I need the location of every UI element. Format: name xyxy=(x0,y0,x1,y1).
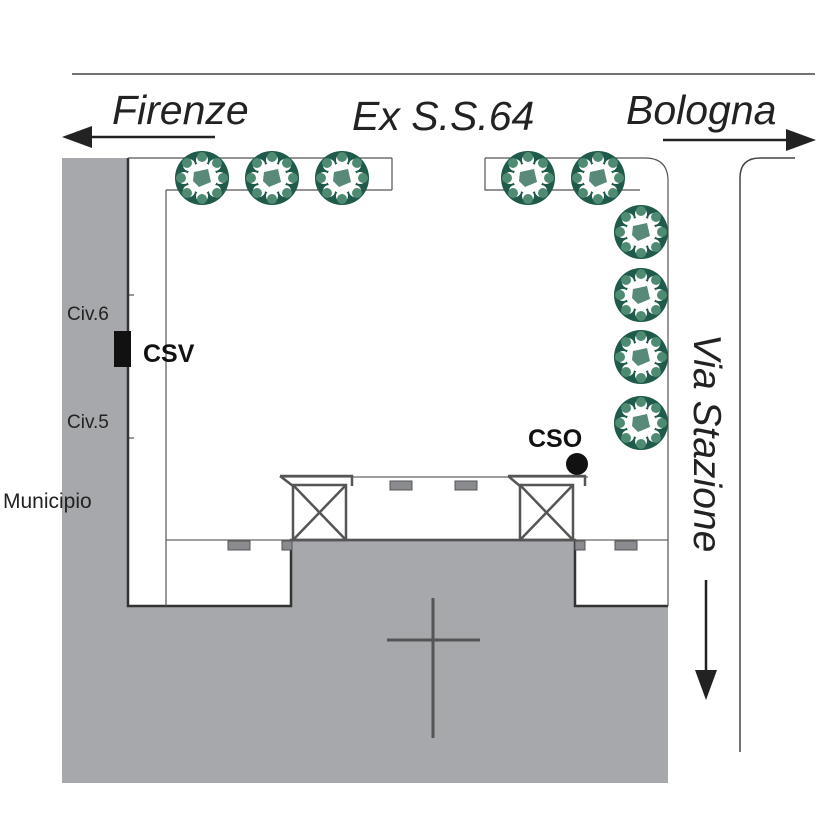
building-area xyxy=(62,158,668,783)
civ6-label: Civ.6 xyxy=(67,304,109,325)
church-cross xyxy=(387,598,480,738)
porch-column-left xyxy=(279,474,354,542)
tree-column-right xyxy=(614,205,668,450)
bologna-label: Bologna xyxy=(626,87,776,133)
municipio-label: Municipio xyxy=(3,490,92,513)
small-fixtures xyxy=(227,480,638,551)
cso-label: CSO xyxy=(528,425,582,453)
sidewalk-top-right xyxy=(485,157,669,606)
firenze-arrow-icon xyxy=(62,126,215,148)
tree-row-top xyxy=(175,151,625,205)
civ5-label: Civ.5 xyxy=(67,412,109,433)
via-stazione-label: Via Stazione xyxy=(685,334,728,552)
firenze-label: Firenze xyxy=(112,87,249,133)
csv-label: CSV xyxy=(143,340,195,368)
bologna-arrow-icon xyxy=(663,129,816,151)
csv-marker xyxy=(114,331,131,367)
building-outline xyxy=(126,158,668,608)
via-stazione-arrow-icon xyxy=(695,580,717,700)
main-road-label: Ex S.S.64 xyxy=(352,93,534,139)
porch-column-right xyxy=(507,474,587,542)
cso-marker xyxy=(566,453,588,475)
road-edge-right xyxy=(739,157,795,752)
